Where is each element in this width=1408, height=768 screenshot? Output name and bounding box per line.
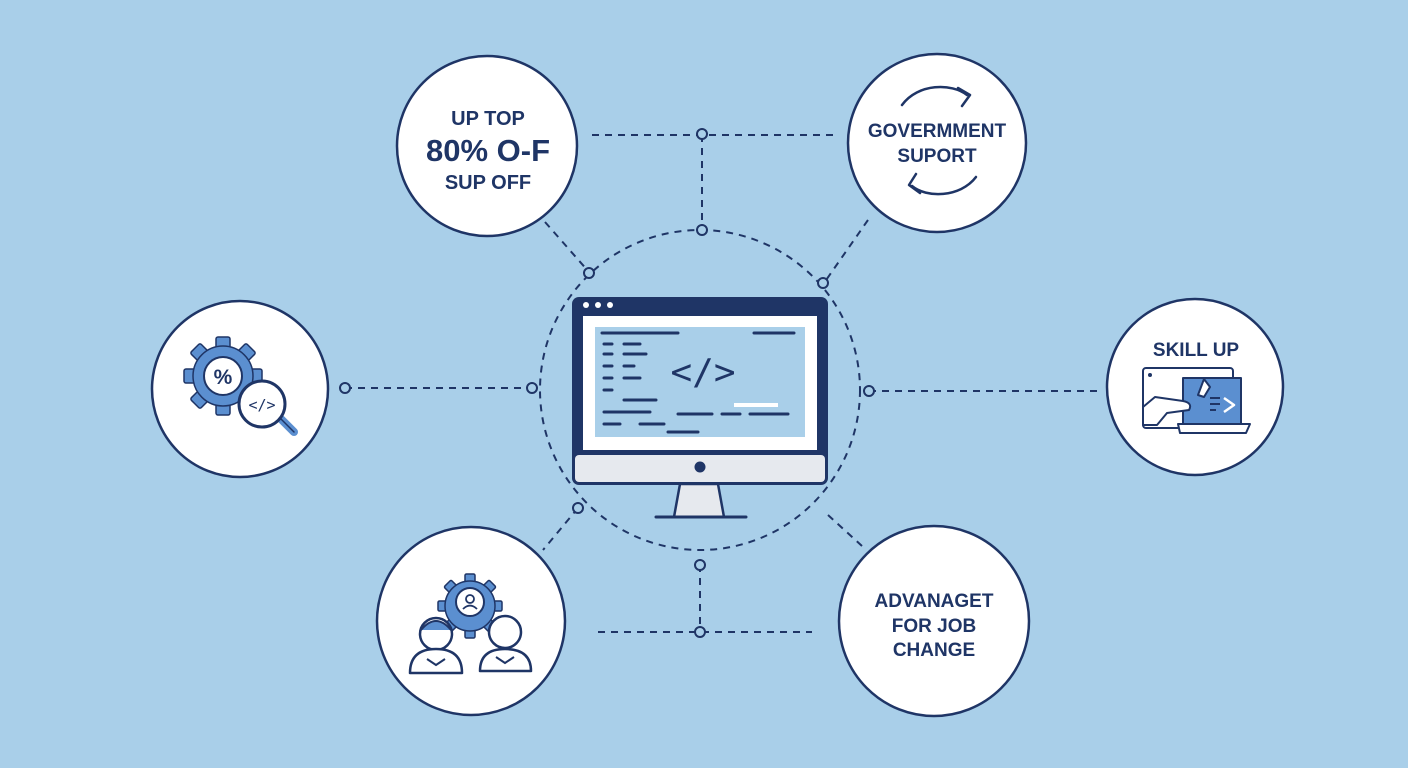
discount-line-1: UP TOP	[451, 108, 525, 130]
monitor-power-button	[694, 461, 706, 473]
connector-advantage	[827, 514, 863, 547]
government-line-2: SUPORT	[897, 145, 977, 167]
advantage-line-3: CHANGE	[892, 640, 976, 662]
junction-dot	[696, 128, 708, 140]
discount-node	[395, 54, 579, 238]
connector-discount	[544, 221, 590, 273]
monitor-stand	[672, 482, 726, 519]
government-node-label: GOVERMMENT SUPORT	[848, 120, 1026, 169]
advantage-node-label: ADVANAGET FOR JOB CHANGE	[842, 590, 1026, 664]
discount-line-2: 80% O-F	[425, 133, 551, 168]
orbit-ring	[539, 229, 861, 551]
government-node	[846, 52, 1028, 234]
discount-node-label: UP TOP 80% O-F SUP OFF	[408, 108, 568, 195]
junction-dot	[694, 559, 706, 571]
discount-line-3: SUP OFF	[444, 171, 532, 194]
magnifier-code-symbol: </>	[248, 396, 275, 414]
junction-dot	[696, 224, 708, 236]
laptop-handshake-icon	[1142, 367, 1251, 434]
computer-monitor-code-icon: </>	[572, 297, 828, 519]
connector-career	[542, 507, 579, 551]
advantage-node	[837, 524, 1031, 718]
junction-dot	[694, 626, 706, 638]
people-gear-icon	[408, 573, 533, 675]
junction-dot	[817, 277, 829, 289]
person-body-right	[478, 647, 533, 673]
percent-symbol: %	[214, 366, 233, 389]
junction-dot	[526, 382, 538, 394]
government-line-1: GOVERMMENT	[867, 121, 1007, 142]
skill-up-title: SKILL UP	[1152, 340, 1240, 361]
junction-dot	[863, 385, 875, 397]
gear-percent-magnifier-icon: % </>	[183, 336, 298, 436]
code-symbol: </>	[670, 352, 735, 393]
connector-government	[823, 219, 869, 284]
advantage-line-1: ADVANAGET	[874, 591, 994, 612]
advantage-line-2: FOR JOB	[891, 615, 977, 637]
refresh-cycle-icon	[900, 85, 978, 196]
person-body-left	[408, 647, 464, 675]
junction-dots	[339, 128, 875, 638]
person-head-right	[487, 614, 523, 650]
junction-dot	[572, 502, 584, 514]
magnifier-lens	[237, 379, 287, 429]
junction-dot	[583, 267, 595, 279]
junction-dot	[339, 382, 351, 394]
